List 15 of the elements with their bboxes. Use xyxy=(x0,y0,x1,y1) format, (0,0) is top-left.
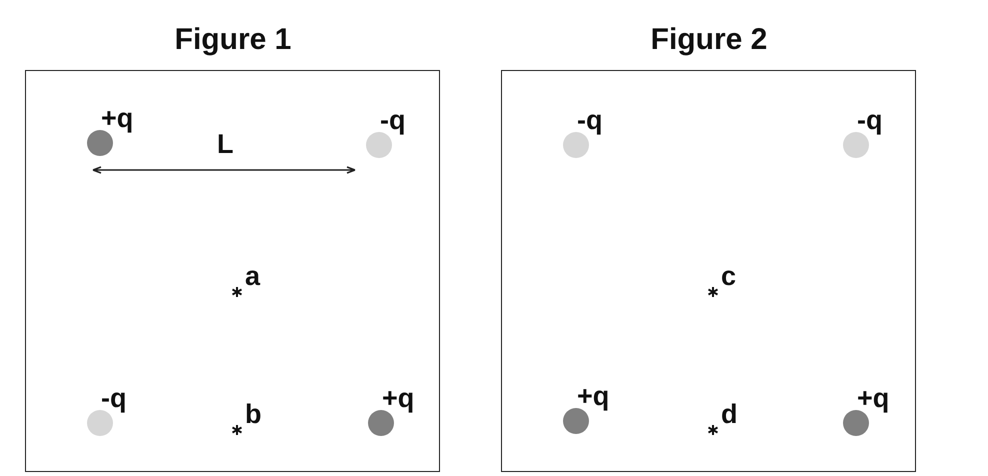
charge-label: +q xyxy=(101,104,134,132)
charge-label: -q xyxy=(101,384,126,412)
dimension-label: L xyxy=(217,130,234,158)
point-label: b xyxy=(245,400,262,428)
charge-label: -q xyxy=(380,106,406,134)
charge-label: -q xyxy=(577,106,602,134)
point-label: d xyxy=(721,400,738,428)
figure-title: Figure 1 xyxy=(174,22,292,58)
charge-label: +q xyxy=(857,384,890,412)
charge-label: +q xyxy=(577,382,610,410)
charge-label: -q xyxy=(857,106,882,134)
point-label: c xyxy=(721,262,736,290)
charge-label: +q xyxy=(382,384,414,412)
figure-title: Figure 2 xyxy=(650,22,768,58)
point-label: a xyxy=(245,262,260,290)
